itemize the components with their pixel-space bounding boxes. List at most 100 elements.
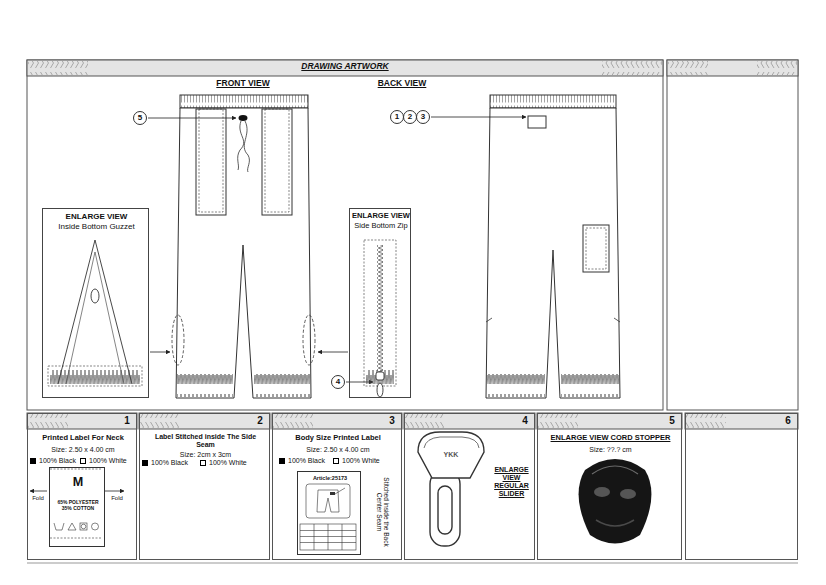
neck-label-artwork (50, 469, 102, 470)
sheet-frame (27, 60, 663, 410)
cord-stopper (594, 487, 610, 497)
back-view-pants (486, 318, 620, 322)
heading: ENLARGE VIEW CORD STOPPER (540, 434, 681, 443)
sheet-frame (28, 61, 88, 75)
panel-header-band (404, 413, 535, 429)
sheet-frame (667, 60, 798, 410)
leader-line (150, 352, 170, 353)
callout-number: 4 (331, 375, 345, 389)
back-view-pants (490, 95, 616, 108)
legend-swatch (200, 460, 206, 466)
back-view-pants (486, 95, 620, 398)
zip-slider (418, 432, 484, 546)
callout-number: 5 (133, 111, 147, 125)
sheet-frame (602, 61, 662, 75)
sheet-frame (757, 61, 797, 75)
body-text: Size: 2cm x 3cm (142, 451, 269, 459)
front-view-pants (238, 121, 244, 170)
callout-number: 3 (416, 110, 430, 124)
sheet-frame (668, 61, 708, 75)
leader-line (30, 117, 526, 491)
zip-slider (424, 437, 479, 448)
panel-header-band (139, 413, 270, 429)
heading: ENLARGE VIEW REGULAR SLIDER (489, 466, 534, 498)
panel-header-band (272, 413, 402, 429)
gusset-detail (48, 240, 142, 386)
front-view-pants (177, 374, 233, 397)
cord-stopper (579, 459, 652, 544)
zip-detail (377, 383, 383, 397)
legend-swatch (30, 458, 36, 464)
callout-number: 4 (336, 378, 340, 386)
callout-number: 3 (421, 113, 425, 121)
front-view-pants (196, 109, 226, 215)
legend-swatch (80, 458, 86, 464)
neck-label-artwork (54, 523, 64, 530)
brand-mark: YKK (436, 451, 466, 459)
front-view-pants (172, 95, 315, 398)
leader-line (30, 491, 47, 492)
zip-slider (418, 432, 484, 478)
fold-note: Fold (106, 495, 128, 502)
callout-number: 3 (385, 415, 399, 427)
cord-stopper (592, 466, 638, 474)
front-view-pants (239, 115, 248, 121)
front-view-pants (265, 109, 289, 212)
enlarge-view-box: ENLARGE VIEWInside Bottom Guzzet (42, 208, 149, 398)
sheet-frame (27, 60, 798, 563)
gusset-detail (66, 252, 124, 384)
panel-header-band (27, 413, 137, 429)
legend-text: 100% Black (39, 457, 76, 464)
cord-stopper (596, 520, 634, 526)
callout-number: 1 (395, 113, 399, 121)
gusset-detail (58, 240, 132, 384)
size-label-artwork (300, 524, 356, 550)
body-text: Size: 2.50 x 4.00 cm (30, 446, 136, 454)
panel-header-band (28, 414, 68, 428)
neck-label-artwork (80, 523, 87, 530)
neck-label-artwork (50, 538, 102, 539)
legend-text: 100% White (209, 459, 247, 466)
back-view-pants (528, 116, 546, 128)
placement-note: Stitched inside the Back Center Seam (375, 470, 390, 554)
enlarge-view-box: ENLARGE VIEWSide Bottom Zip (349, 208, 411, 398)
heading: 65% POLYESTER 35% COTTON (53, 500, 103, 512)
view-title: BACK VIEW (352, 79, 452, 89)
trim-panel: 3Body Size Printed LabelSize: 2.50 x 4.0… (272, 413, 402, 560)
legend-entry: 100% White (200, 459, 247, 467)
legend-text: 100% Black (151, 459, 188, 466)
panel-header-band (685, 413, 798, 429)
callout-number: 1 (390, 110, 404, 124)
size-label-artwork (306, 484, 350, 518)
callout-number: 2 (253, 415, 267, 427)
front-view-pants (244, 121, 249, 172)
gusset-detail (48, 366, 142, 386)
view-title: FRONT VIEW (193, 79, 293, 89)
leader-line (318, 352, 348, 353)
heading: Printed Label For Neck (30, 434, 136, 443)
panel-header-band (405, 414, 445, 428)
size-label: Article:25173 (297, 471, 361, 555)
trim-panel: 5ENLARGE VIEW CORD STOPPERSize: ??.? cm (537, 413, 682, 560)
callout-number: 5 (665, 415, 679, 427)
zip-slider (430, 470, 460, 546)
size-label-artwork (300, 484, 356, 550)
back-view-pants (586, 228, 606, 269)
callout-number: 2 (408, 113, 412, 121)
legend-entry: 100% Black (279, 457, 325, 465)
callout-number: 6 (781, 415, 795, 427)
neck-label: M65% POLYESTER 35% COTTON (49, 467, 105, 547)
callout-number: 2 (403, 110, 417, 124)
front-view-pants (176, 108, 311, 398)
sheet-title: DRAWING ARTWORK (245, 62, 445, 72)
heading: Label Stitched inside The Side Seam (150, 433, 261, 449)
heading: Side Bottom Zip (352, 222, 410, 231)
back-view-pants (487, 374, 545, 397)
legend-swatch (333, 458, 339, 464)
front-view-pants (172, 315, 184, 365)
heading: Body Size Printed Label (275, 434, 401, 443)
callout-number: 4 (518, 415, 532, 427)
size-label-artwork (330, 492, 335, 495)
legend-swatch (279, 458, 285, 464)
